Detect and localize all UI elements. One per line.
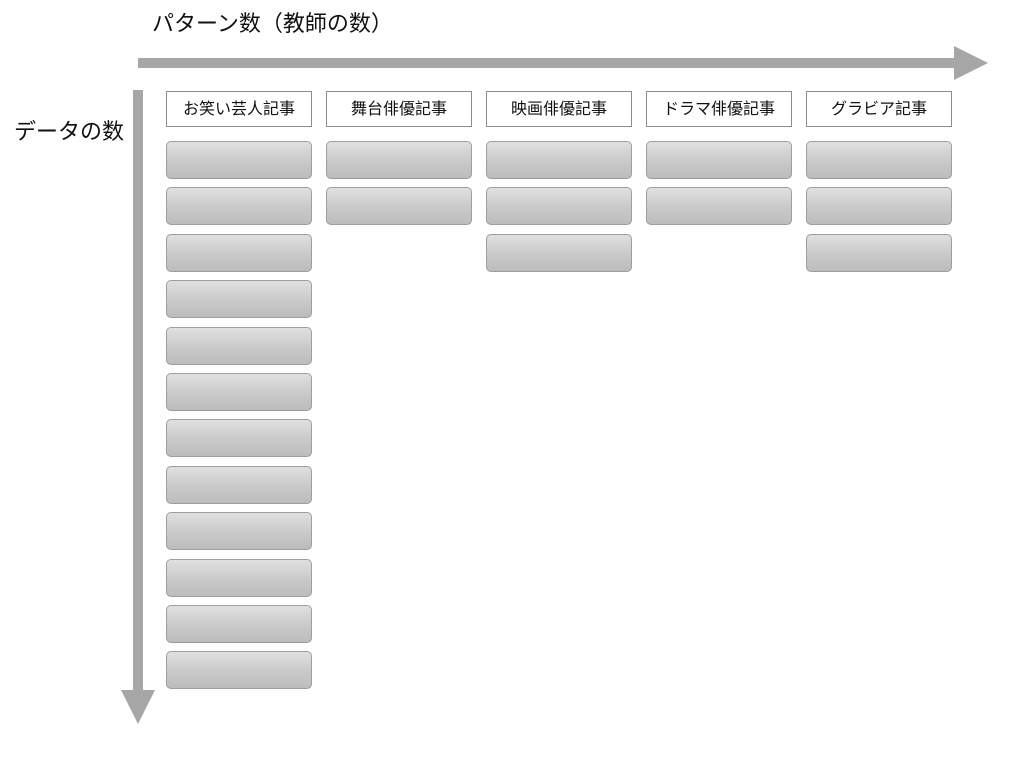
data-block [166,605,312,643]
data-block [646,141,792,179]
data-block [166,373,312,411]
data-block [166,419,312,457]
data-block [486,187,632,225]
y-axis-title: データの数 [14,120,125,145]
data-block [166,512,312,550]
data-block [486,234,632,272]
category-header-owarai: お笑い芸人記事 [166,91,312,127]
x-axis-arrow-head-icon [954,46,988,80]
data-block [166,651,312,689]
data-block [166,187,312,225]
data-block [166,327,312,365]
category-header-drama: ドラマ俳優記事 [646,91,792,127]
x-axis-arrow-shaft [138,58,954,68]
data-block [806,234,952,272]
data-block [166,559,312,597]
x-axis-title: パターン数（教師の数） [152,12,393,37]
data-block [806,187,952,225]
data-block [486,141,632,179]
data-block [166,466,312,504]
data-block [326,187,472,225]
y-axis-arrow-head-icon [121,690,155,724]
data-block [326,141,472,179]
data-block [166,280,312,318]
data-block [806,141,952,179]
category-header-eiga: 映画俳優記事 [486,91,632,127]
category-header-gravure: グラビア記事 [806,91,952,127]
data-block [166,234,312,272]
data-block [166,141,312,179]
category-header-butai: 舞台俳優記事 [326,91,472,127]
y-axis-arrow-shaft [133,90,143,692]
data-block [646,187,792,225]
